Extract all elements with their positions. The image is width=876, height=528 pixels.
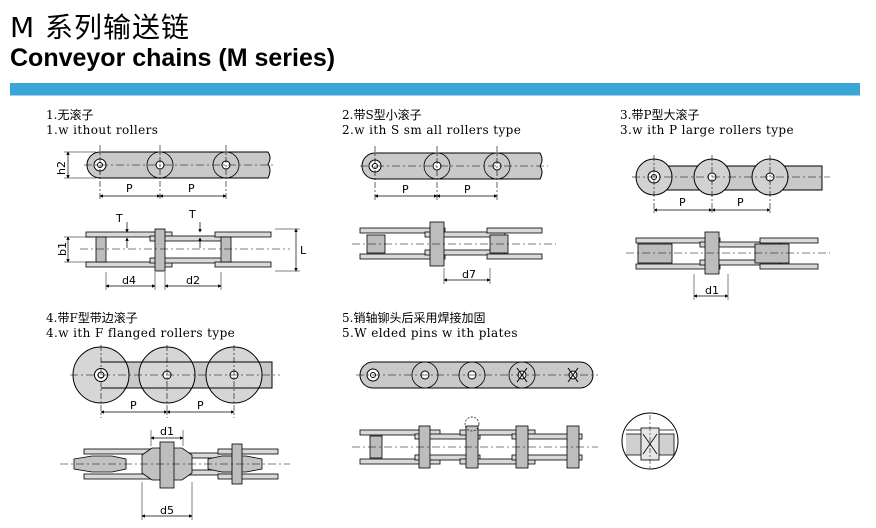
- caption-type-3-cn: 3.带P型大滚子: [620, 108, 700, 122]
- dim-label-b1: b1: [56, 242, 69, 256]
- dim-label-d1-3: d1: [705, 284, 719, 297]
- caption-type-3-en: 3.w ith P large rollers type: [620, 123, 794, 137]
- dim-label-d2: d2: [186, 274, 200, 287]
- diagram-4-side-view: [70, 345, 280, 418]
- dim-label-p-4b: P: [197, 399, 204, 412]
- dim-label-t-1b: T: [188, 208, 196, 221]
- diagram-3-side-view: [632, 155, 830, 214]
- caption-type-1-en: 1.w ithout rollers: [46, 123, 159, 137]
- dim-label-p-1b: P: [188, 182, 195, 195]
- dim-label-p-3b: P: [737, 196, 744, 209]
- dim-label-p-1a: P: [126, 182, 133, 195]
- diagram-2-top-view: [352, 221, 556, 284]
- diagram-1-top-view: [64, 222, 300, 290]
- page-title-chinese: M 系列输送链: [10, 11, 191, 44]
- caption-type-4-cn: 4.带F型带边滚子: [46, 311, 138, 325]
- caption-type-4-en: 4.w ith F flanged rollers type: [46, 326, 236, 340]
- caption-type-2: 2.带S型小滚子 2.w ith S sm all rollers type: [342, 108, 521, 138]
- diagram-1-side-view: [64, 145, 275, 200]
- page-title-english: Conveyor chains (M series): [10, 44, 336, 72]
- title-divider: [10, 95, 860, 96]
- dim-label-p-2a: P: [402, 183, 409, 196]
- caption-type-3: 3.带P型大滚子 3.w ith P large rollers type: [620, 108, 794, 138]
- caption-type-5: 5.销轴铆头后采用焊接加固 5.W elded pins w ith plate…: [342, 311, 518, 341]
- diagram-5-top-view: [352, 416, 598, 469]
- dim-label-p-2b: P: [464, 183, 471, 196]
- dim-label-d1-4: d1: [160, 425, 174, 438]
- caption-type-5-cn: 5.销轴铆头后采用焊接加固: [342, 311, 486, 325]
- diagram-2-side-view: [360, 146, 548, 200]
- diagram-5-side-view: [356, 361, 598, 389]
- dim-label-d7: d7: [462, 268, 476, 281]
- dim-label-p-4a: P: [130, 399, 137, 412]
- caption-type-1: 1.无滚子 1.w ithout rollers: [46, 108, 158, 138]
- dim-label-l: L: [300, 244, 307, 257]
- dim-label-d5: d5: [160, 504, 174, 517]
- caption-type-4: 4.带F型带边滚子 4.w ith F flanged rollers type: [46, 311, 235, 341]
- title-accent-bar: [10, 83, 860, 95]
- diagram-4-top-view: [60, 430, 290, 520]
- weld-detail-circle: [621, 412, 679, 470]
- diagram-3-top-view: [626, 231, 830, 300]
- dim-label-t-1a: T: [115, 212, 123, 225]
- dim-label-h2: h2: [55, 161, 68, 175]
- caption-type-2-en: 2.w ith S sm all rollers type: [342, 123, 522, 137]
- caption-type-5-en: 5.W elded pins w ith plates: [342, 326, 518, 340]
- caption-type-2-cn: 2.带S型小滚子: [342, 108, 422, 122]
- dim-label-d4: d4: [122, 274, 136, 287]
- dim-label-p-3a: P: [679, 196, 686, 209]
- caption-type-1-cn: 1.无滚子: [46, 108, 94, 122]
